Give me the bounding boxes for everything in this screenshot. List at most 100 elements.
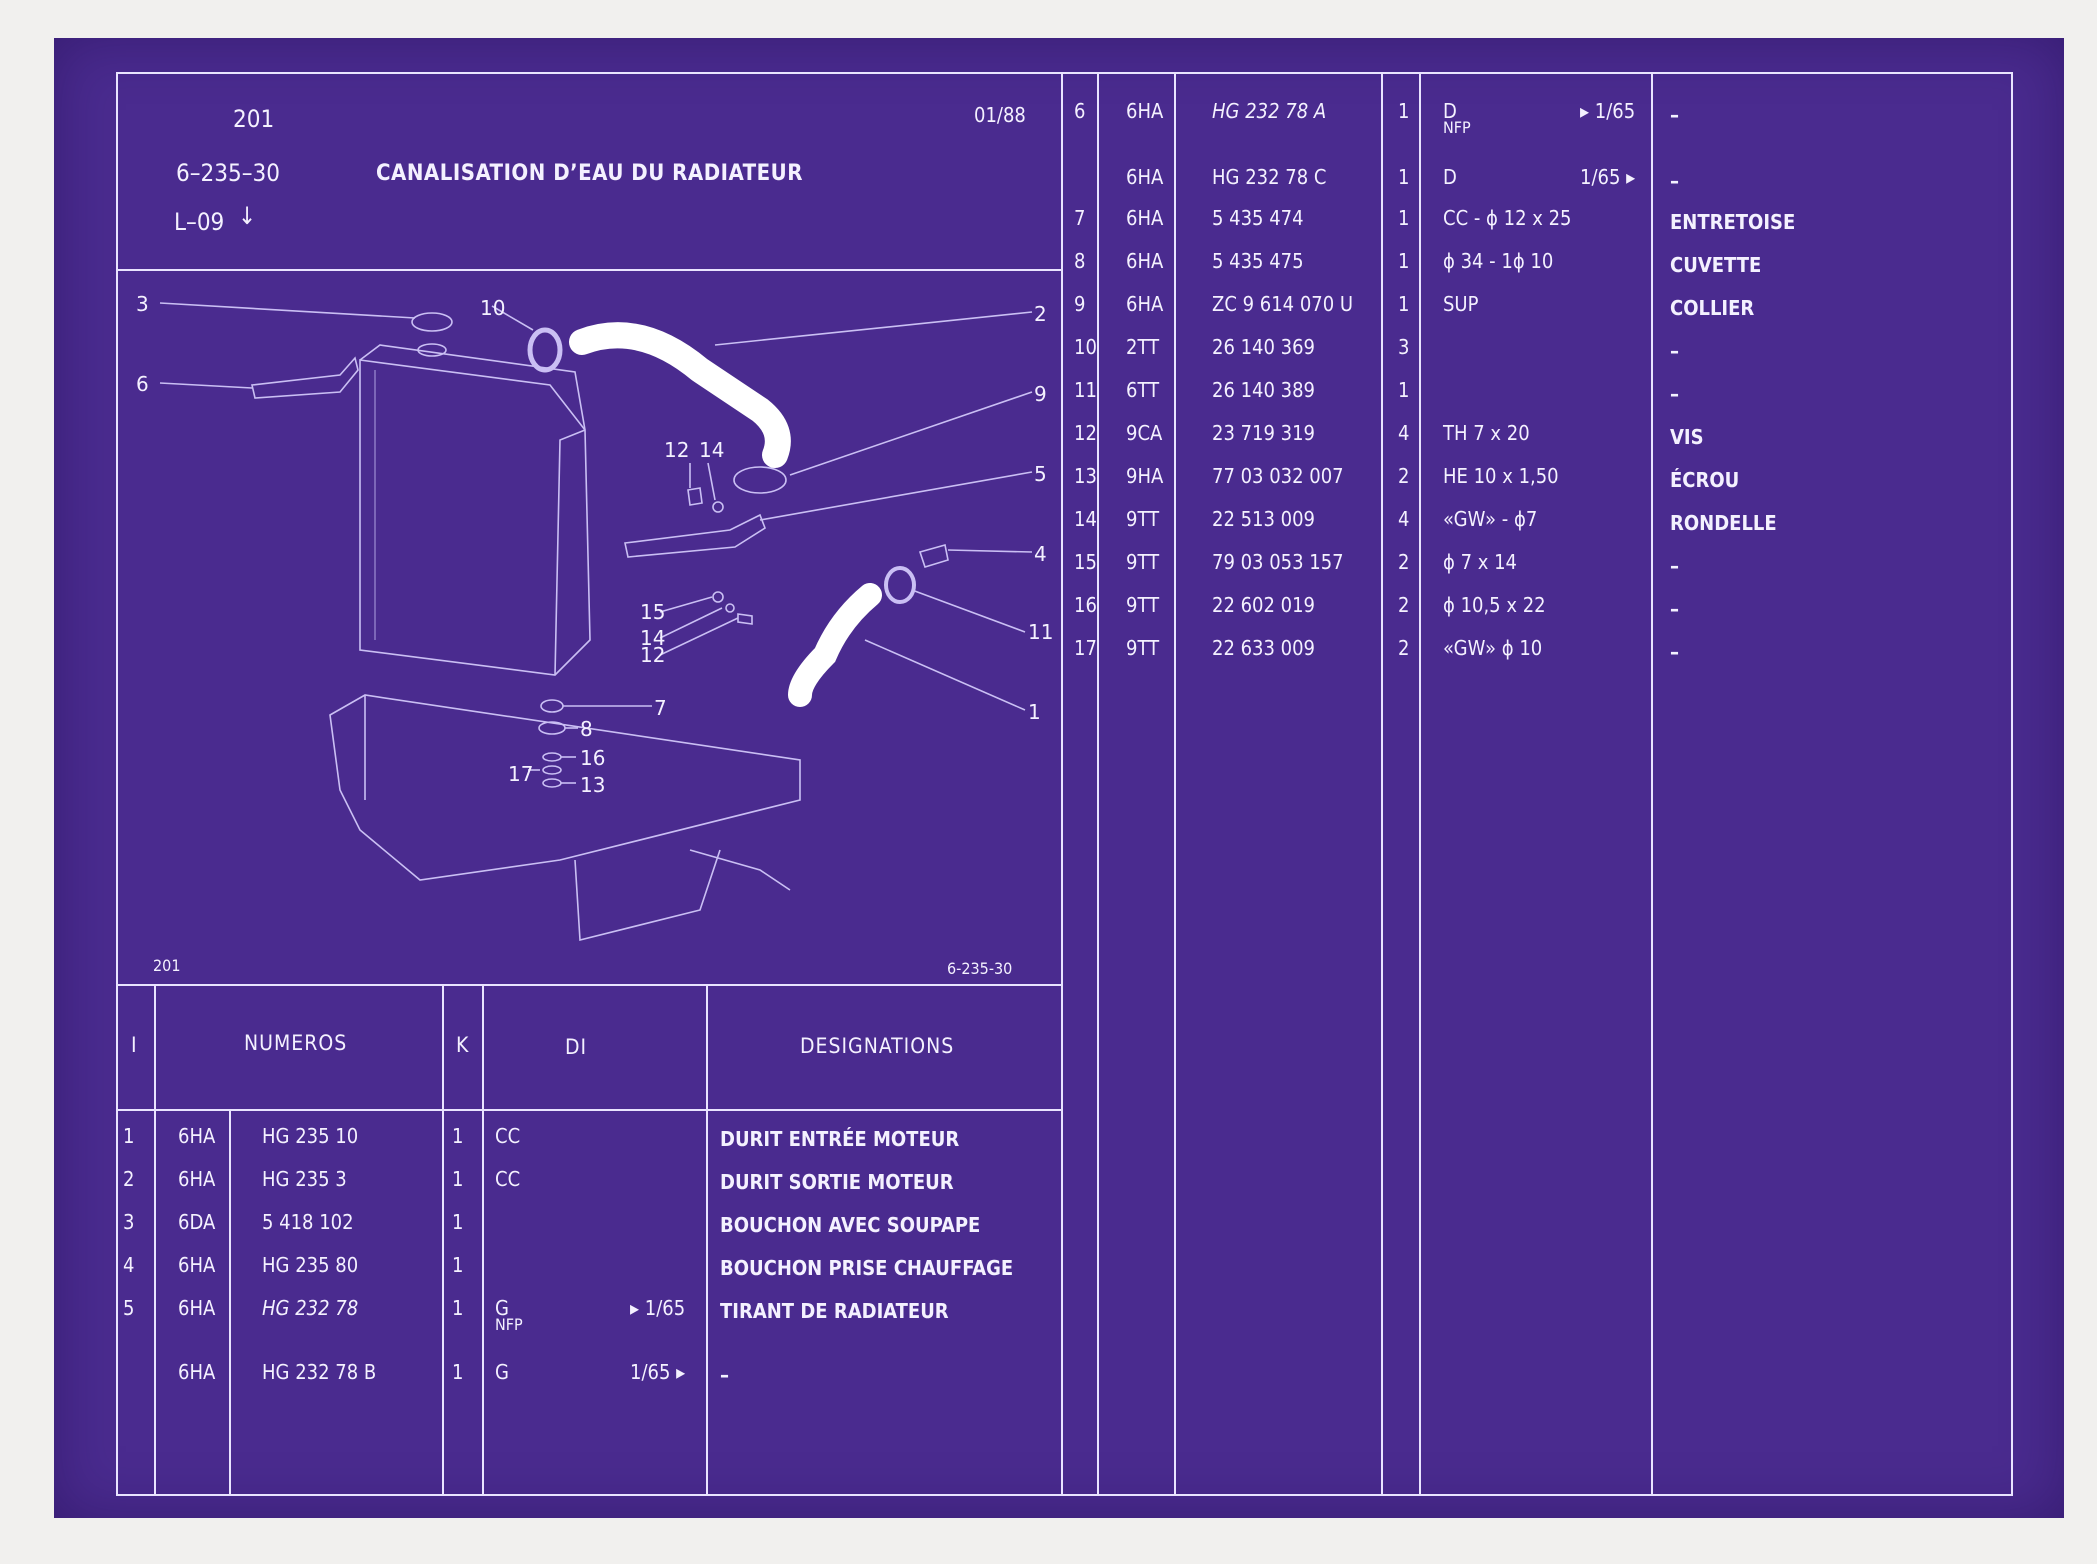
row-code: 6HA [1126,249,1164,273]
row-index: 4 [123,1253,135,1277]
row-designation: – [1670,640,1679,664]
row-quantity: 1 [452,1210,464,1234]
row-di-range: ▸ 1/65 [630,1296,686,1320]
diagram-callout: 4 [1034,542,1047,566]
row-index: 5 [123,1296,135,1320]
section-code: L–09 [174,208,225,236]
row-index: 16 [1074,593,1097,617]
col-header-k: K [456,1033,470,1057]
row-index: 15 [1074,550,1097,574]
row-designation: ÉCROU [1670,468,1740,492]
row-index: 14 [1074,507,1097,531]
row-di-range: ▸ 1/65 [1580,99,1636,123]
row-quantity: 2 [1398,464,1410,488]
part-number: HG 235 80 [262,1253,359,1277]
col-header-numeros: NUMEROS [244,1031,348,1055]
row-index: 7 [1074,206,1086,230]
sheet-reference: 6–235–30 [176,159,280,187]
diagram-callout: 3 [136,292,149,316]
row-code: 6HA [178,1253,216,1277]
row-di: SUP [1443,292,1479,316]
row-di: TH 7 x 20 [1443,421,1530,445]
part-number: ZC 9 614 070 U [1212,292,1354,316]
row-designation: – [1670,103,1679,127]
row-di: D [1443,99,1457,123]
row-code: 9TT [1126,636,1160,660]
part-number: HG 232 78 B [262,1360,377,1384]
row-index: 1 [123,1124,135,1148]
row-di: CC [495,1167,521,1191]
row-quantity: 1 [452,1253,464,1277]
row-code: 6HA [178,1167,216,1191]
row-di: G [495,1360,509,1384]
part-number: HG 232 78 [262,1296,359,1320]
row-di: ϕ 7 x 14 [1443,550,1517,574]
row-di: «GW» - ϕ7 [1443,507,1538,531]
diagram-callout: 10 [480,296,506,320]
row-designation: DURIT ENTRÉE MOTEUR [720,1127,960,1151]
row-quantity: 1 [1398,378,1410,402]
row-designation: BOUCHON AVEC SOUPAPE [720,1213,981,1237]
diagram-callout: 14 [640,626,666,650]
row-index: 6 [1074,99,1086,123]
diagram-callout: 13 [580,773,606,797]
col-header-designations: DESIGNATIONS [800,1034,955,1058]
diagram-callout: 2 [1034,302,1047,326]
row-di: D [1443,165,1457,189]
row-index: 17 [1074,636,1097,660]
row-designation: – [1670,169,1679,193]
row-designation: TIRANT DE RADIATEUR [720,1299,949,1323]
row-designation: ENTRETOISE [1670,210,1796,234]
row-quantity: 1 [1398,165,1410,189]
diagram-callout: 9 [1034,382,1047,406]
row-di: G [495,1296,509,1320]
row-quantity: 2 [1398,550,1410,574]
row-quantity: 1 [452,1360,464,1384]
page-title: CANALISATION D’EAU DU RADIATEUR [376,161,803,186]
row-code: 9HA [1126,464,1164,488]
part-number: HG 232 78 A [1212,99,1327,123]
diagram-footer-left: 201 [153,956,181,975]
row-designation: – [1670,339,1679,363]
row-di-range: 1/65 ▸ [1580,165,1636,189]
row-di: ϕ 10,5 x 22 [1443,593,1546,617]
diagram-callout: 6 [136,372,149,396]
row-di-sub: NFP [1443,118,1471,137]
sheet-date: 01/88 [974,103,1026,127]
row-index: 12 [1074,421,1097,445]
row-designation: – [1670,382,1679,406]
sheet-number: 201 [233,105,275,133]
part-number: 22 633 009 [1212,636,1315,660]
row-designation: BOUCHON PRISE CHAUFFAGE [720,1256,1014,1280]
diagram-callout: 15 [640,600,666,624]
part-number: HG 235 3 [262,1167,347,1191]
row-designation: – [1670,597,1679,621]
row-designation: DURIT SORTIE MOTEUR [720,1170,954,1194]
row-index: 13 [1074,464,1097,488]
diagram-callout: 17 [508,762,534,786]
row-designation: COLLIER [1670,296,1755,320]
row-code: 6HA [1126,165,1164,189]
part-number: 22 602 019 [1212,593,1315,617]
part-number: 26 140 369 [1212,335,1315,359]
row-designation: – [1670,554,1679,578]
part-number: HG 232 78 C [1212,165,1327,189]
row-quantity: 2 [1398,593,1410,617]
row-code: 6TT [1126,378,1160,402]
row-index: 2 [123,1167,135,1191]
row-di: CC - ϕ 12 x 25 [1443,206,1572,230]
row-code: 6HA [178,1124,216,1148]
row-code: 9CA [1126,421,1163,445]
row-designation: – [720,1363,729,1387]
row-quantity: 1 [1398,249,1410,273]
row-quantity: 1 [452,1124,464,1148]
part-number: 5 435 474 [1212,206,1304,230]
row-quantity: 2 [1398,636,1410,660]
part-number: 26 140 389 [1212,378,1315,402]
row-designation: RONDELLE [1670,511,1777,535]
row-code: 9TT [1126,507,1160,531]
row-quantity: 1 [452,1167,464,1191]
row-code: 6HA [178,1296,216,1320]
row-index: 10 [1074,335,1097,359]
diagram-callout: 14 [699,438,725,462]
